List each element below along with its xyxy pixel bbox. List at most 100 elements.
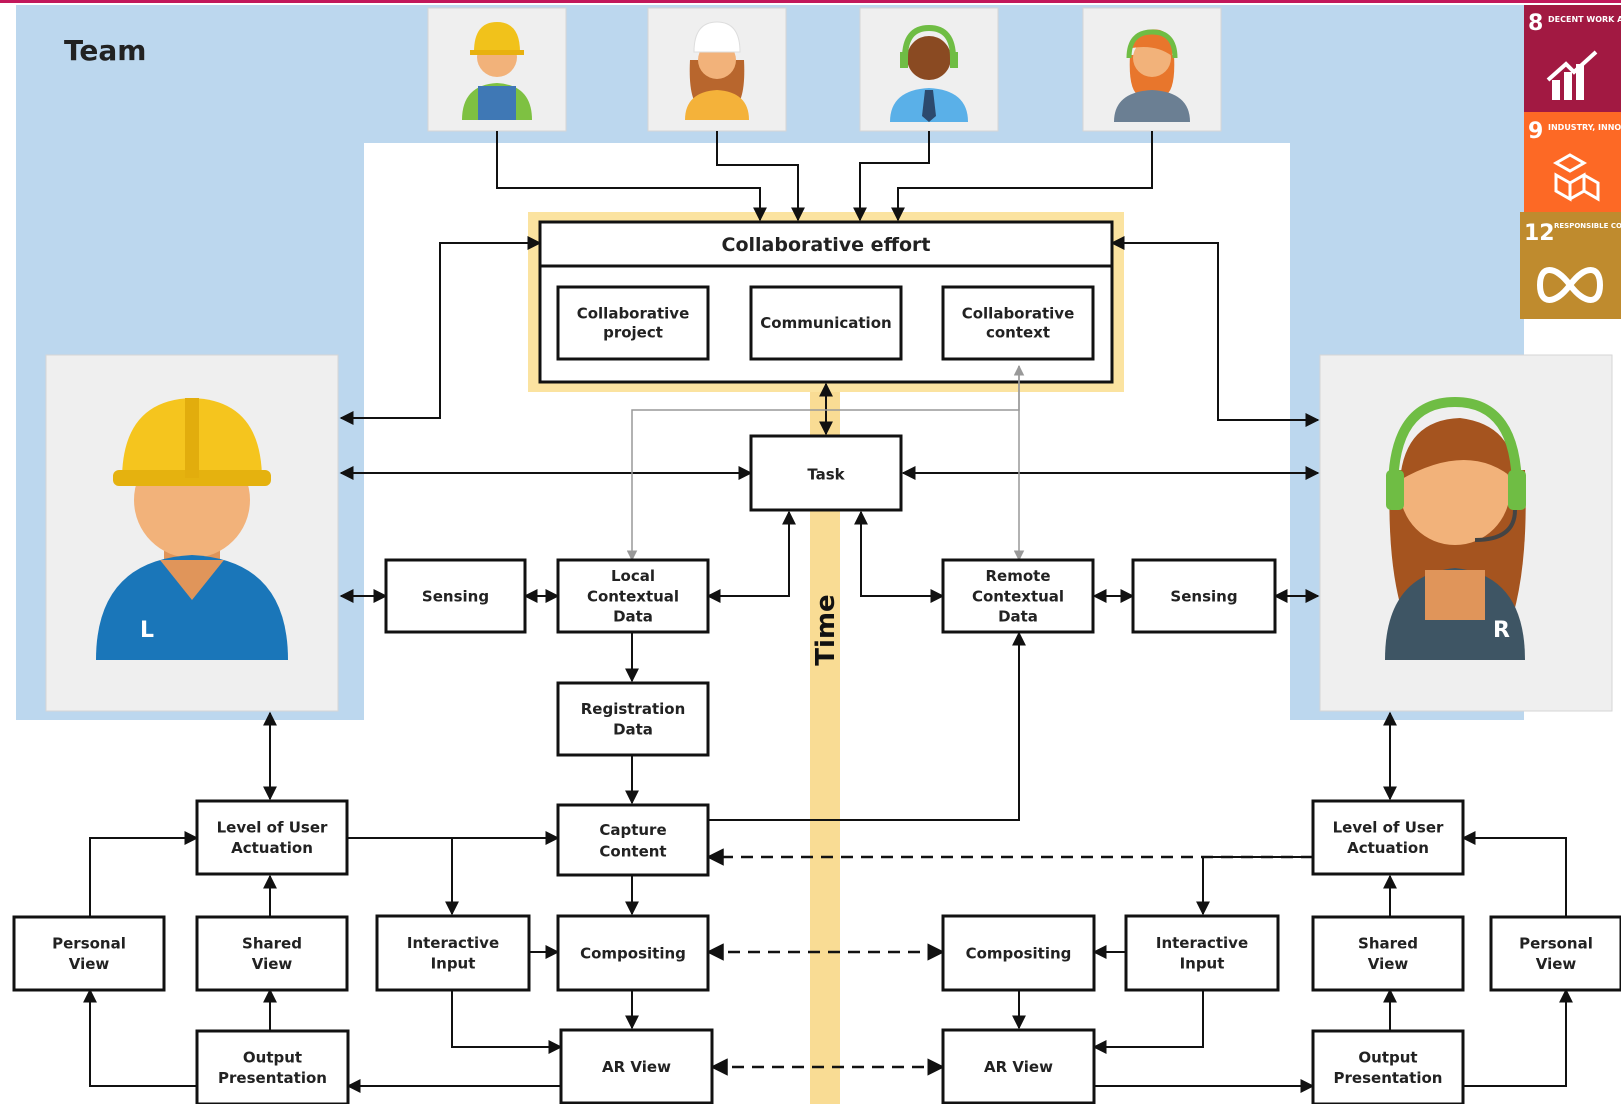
communication-box-label-line: Communication bbox=[760, 314, 891, 332]
registration-box-frame bbox=[556, 681, 710, 757]
task-box-frame bbox=[749, 434, 903, 512]
personal-left-box-label-line: View bbox=[69, 955, 110, 973]
output-left-box-label-line: Presentation bbox=[218, 1069, 327, 1087]
interactive-left-box-label-line: Interactive bbox=[407, 934, 499, 952]
time-label: Time bbox=[811, 594, 841, 665]
sdg-goal-9-number: 9 bbox=[1528, 119, 1543, 144]
sdg-goal-8-title: DECENT WORK AND ECONOMIC GROWTH bbox=[1548, 15, 1621, 24]
growth-chart-icon bbox=[1546, 50, 1598, 100]
level-right-box-label-line: Actuation bbox=[1347, 839, 1429, 857]
collaborative-effort-title: Collaborative effort bbox=[722, 234, 931, 256]
communication-box-frame bbox=[749, 285, 903, 361]
shared-right-box-label-line: View bbox=[1368, 955, 1409, 973]
sdg-goal-8-number: 8 bbox=[1528, 11, 1543, 36]
task-box: Task bbox=[749, 434, 903, 512]
level-left-box-frame bbox=[195, 799, 349, 876]
sdg-goal-12-title: RESPONSIBLE CONSUMPTION AND PRODUCTION bbox=[1554, 222, 1621, 230]
user-left-avatar: L bbox=[45, 354, 339, 712]
infinity-icon bbox=[1536, 267, 1604, 303]
interactive-right-box-frame bbox=[1124, 914, 1280, 992]
shared-left-box-label-line: View bbox=[252, 955, 293, 973]
remote-data-box-frame bbox=[941, 558, 1095, 634]
shared-left-box-label-line: Shared bbox=[242, 935, 302, 953]
sdg-goal-9-title: INDUSTRY, INNOVATION AND INFRASTRUCTURE bbox=[1548, 123, 1621, 132]
output-right-box-label-line: Presentation bbox=[1334, 1069, 1443, 1087]
compositing-left-box-label-line: Compositing bbox=[580, 945, 686, 963]
team-member-worker-avatar bbox=[427, 7, 567, 132]
output-right-box-label-line: Output bbox=[1358, 1049, 1417, 1067]
compositing-left-box-frame bbox=[556, 914, 710, 992]
compositing-left-box: Compositing bbox=[556, 914, 710, 992]
team-member-support-agent-avatar bbox=[859, 7, 999, 132]
personal-left-box-frame bbox=[12, 915, 166, 992]
sensing-left-box-frame bbox=[384, 558, 527, 634]
collab-context-box-label-line: Collaborative bbox=[962, 304, 1075, 322]
capture-box-label-line: Content bbox=[599, 842, 666, 860]
output-right-box-frame bbox=[1311, 1029, 1465, 1106]
level-right-box-frame bbox=[1311, 799, 1465, 876]
personal-left-box-label-line: Personal bbox=[52, 935, 126, 953]
diagram-nodes: CollaborativeprojectCommunicationCollabo… bbox=[12, 285, 1621, 1106]
sensing-right-box: Sensing bbox=[1131, 558, 1277, 634]
team-label: Team bbox=[64, 34, 146, 67]
output-left-box-frame bbox=[195, 1029, 350, 1106]
local-data-box-label-line: Data bbox=[613, 608, 653, 626]
cubes-icon bbox=[1552, 153, 1600, 202]
sensing-right-box-label-line: Sensing bbox=[1170, 588, 1237, 606]
personal-right-box-label-line: Personal bbox=[1519, 935, 1593, 953]
output-left-box-label-line: Output bbox=[243, 1049, 302, 1067]
sdg-goal-12-number: 12 bbox=[1524, 221, 1555, 246]
capture-box-label-line: Capture bbox=[599, 821, 666, 839]
team-member-operator-avatar bbox=[1082, 7, 1222, 132]
compositing-right-box-label-line: Compositing bbox=[966, 945, 1072, 963]
collab-project-box-label-line: project bbox=[603, 323, 663, 341]
compositing-right-box: Compositing bbox=[941, 914, 1096, 992]
local-data-box-frame bbox=[556, 558, 710, 634]
arview-left-box-label-line: AR View bbox=[602, 1058, 671, 1076]
interactive-left-box-frame bbox=[375, 914, 531, 992]
sensing-right-box-frame bbox=[1131, 558, 1277, 634]
local-data-box-label-line: Local bbox=[611, 567, 655, 585]
collab-context-box-frame bbox=[941, 285, 1095, 361]
collab-project-box-label-line: Collaborative bbox=[577, 304, 690, 322]
collab-context-box-label-line: context bbox=[986, 323, 1050, 341]
sdg-goal-12-badge: 12 RESPONSIBLE CONSUMPTION AND PRODUCTIO… bbox=[1520, 212, 1621, 319]
arview-left-box-frame bbox=[559, 1028, 714, 1105]
level-right-box-label-line: Level of User bbox=[1333, 819, 1444, 837]
task-box-label-line: Task bbox=[807, 465, 845, 483]
remote-data-box-label-line: Data bbox=[998, 608, 1038, 626]
sdg-goal-9-badge: 9 INDUSTRY, INNOVATION AND INFRASTRUCTUR… bbox=[1524, 112, 1621, 212]
connectors bbox=[83, 131, 1573, 1093]
arview-right-box: AR View bbox=[941, 1028, 1096, 1105]
collab-project-box-frame bbox=[556, 285, 710, 361]
local-data-box-label-line: Contextual bbox=[587, 587, 679, 605]
interactive-left-box-label-line: Input bbox=[431, 954, 476, 972]
shared-right-box-label-line: Shared bbox=[1358, 935, 1418, 953]
registration-box-label-line: Registration bbox=[581, 700, 686, 718]
user-left-badge: L bbox=[140, 618, 154, 643]
arview-right-box-label-line: AR View bbox=[984, 1058, 1053, 1076]
compositing-right-box-frame bbox=[941, 914, 1096, 992]
top-border bbox=[0, 0, 1621, 3]
context-connectors bbox=[626, 364, 1025, 562]
registration-box-label-line: Data bbox=[613, 720, 653, 738]
sensing-left-box-label-line: Sensing bbox=[422, 588, 489, 606]
shared-right-box-frame bbox=[1311, 915, 1465, 992]
personal-right-box-frame bbox=[1489, 915, 1621, 992]
